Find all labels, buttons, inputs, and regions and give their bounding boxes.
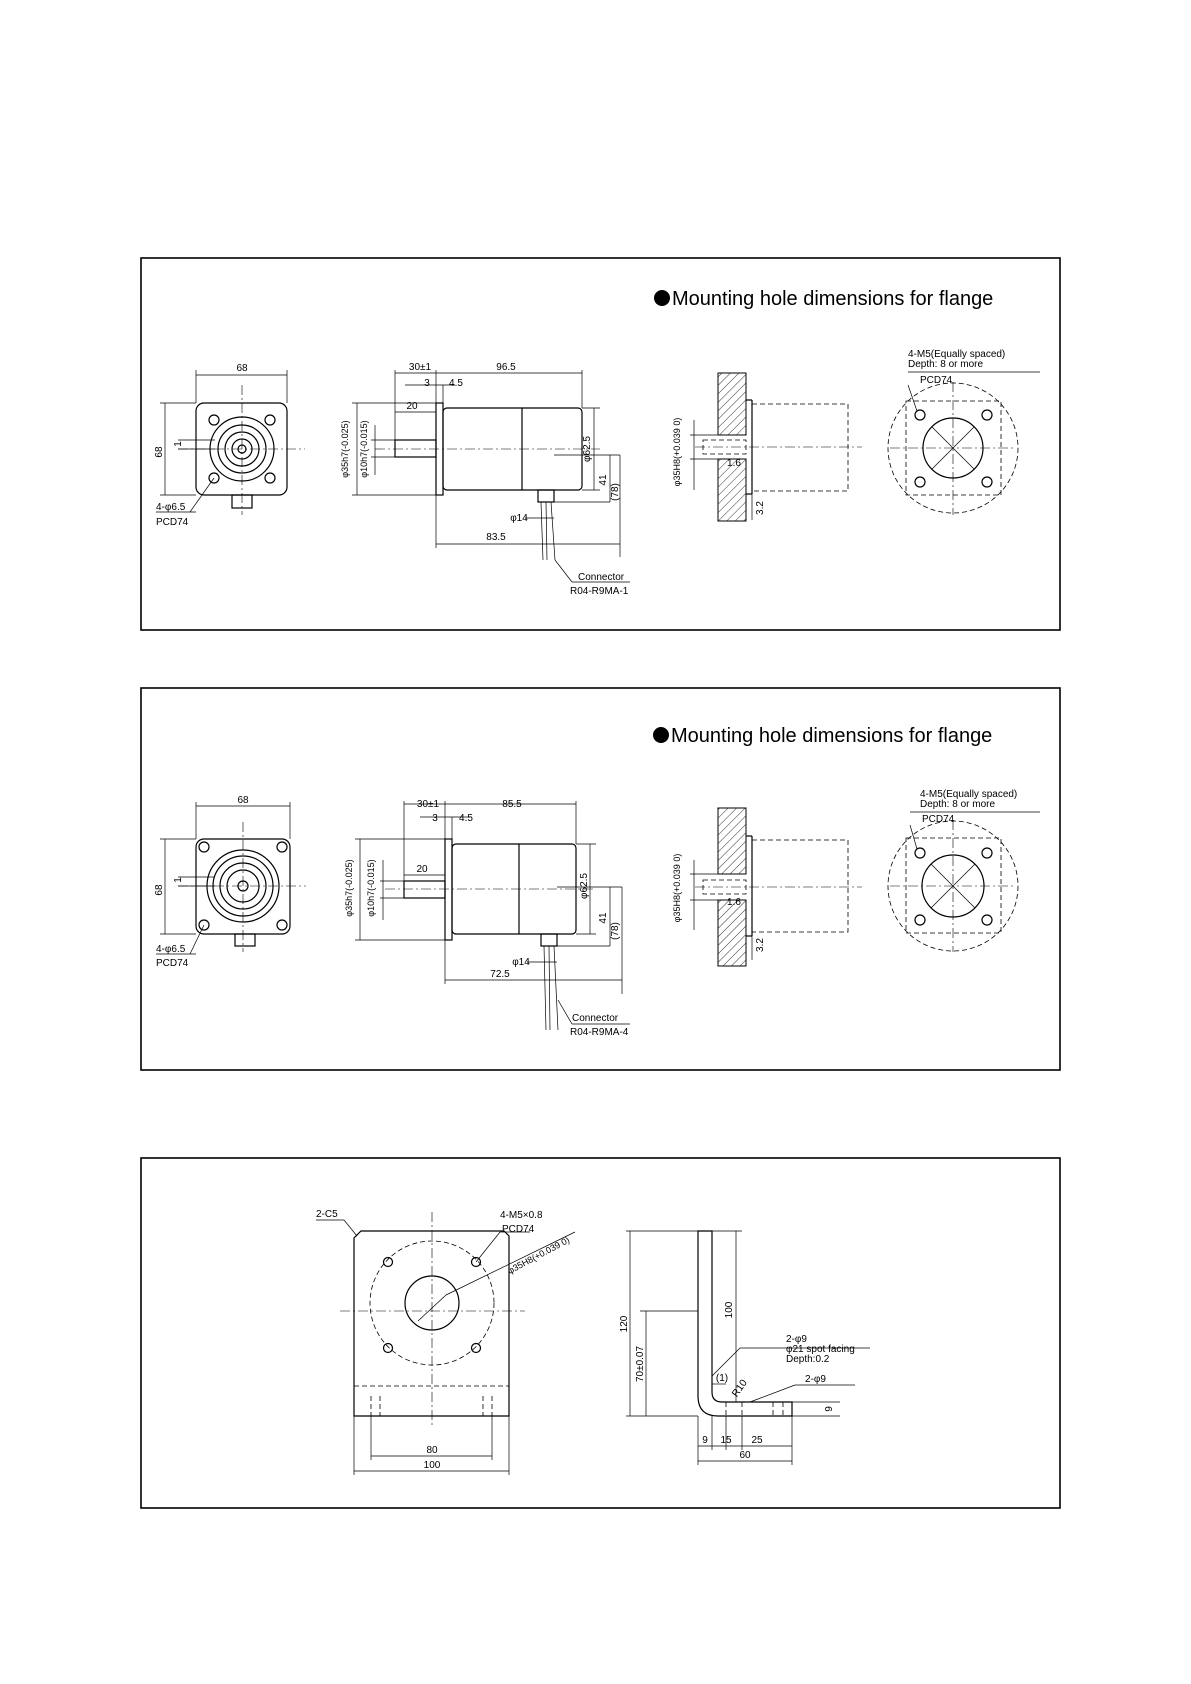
bracket-pcd-label: PCD74 [502,1224,535,1235]
connector-dia-label: φ14 [512,957,530,968]
thickness-9-label: 9 [824,1406,835,1412]
dim-9-label: 9 [702,1435,708,1446]
spigot-dia-label: φ35h7(-0.025) [344,859,354,916]
width-80-label: 80 [426,1445,438,1456]
front-holes-label: 4-φ6.5 [156,502,186,513]
dim-25-label: 25 [751,1435,763,1446]
front-pcd-label: PCD74 [156,958,189,969]
tap-pcd-label: PCD74 [920,375,953,386]
motor-side-view-1 [352,370,630,583]
holes-label: 2-φ9 [786,1334,807,1345]
tap-holes-label: 4-M5(Equally spaced) [908,349,1005,360]
shaft-dia-label: φ10h7(-0.015) [366,859,376,916]
width-100-label: 100 [424,1460,441,1471]
motor-front-view-2 [156,802,306,955]
front-pcd-label: PCD74 [156,517,189,528]
body-length-label: 96.5 [496,362,516,373]
bracket-front-view [316,1212,576,1475]
front-height-label: 68 [154,446,165,458]
panel-1-frame [140,257,1061,631]
panel-1-title: Mounting hole dimensions for flange [672,288,993,310]
connector-part-label: R04-R9MA-1 [570,586,629,597]
spot-facing-label: φ21 spot facing [786,1344,855,1355]
mounting-hole-pattern-1 [887,371,1040,515]
flange-section-2 [690,807,862,967]
len-3-label: 3 [424,378,430,389]
dim-60-label: 60 [739,1450,751,1461]
panel-3-frame [140,1157,1061,1509]
dim-15-label: 15 [720,1435,732,1446]
depth-1-6-label: 1.6 [727,897,741,908]
shaft-dia-label: φ10h7(-0.015) [359,420,369,477]
motor-front-view-1 [156,370,305,515]
height-41-label: 41 [598,912,609,924]
body-length-label: 85.5 [502,799,522,810]
height-100-label: 100 [724,1301,735,1318]
front-width-label: 68 [237,795,249,806]
shaft-length-label: 30±1 [409,362,432,373]
flange-bore-label: φ35H8(+0.039 0) [672,418,682,487]
depth-3-2-label: 3.2 [755,938,766,952]
spot-depth-label: Depth:0.2 [786,1354,830,1365]
body-dia-label: φ62.5 [579,873,590,899]
panel-2-frame [140,687,1061,1071]
mounting-hole-pattern-2 [887,811,1040,952]
connector-label: Connector [578,572,625,583]
flange-bore-label: φ35H8(+0.039 0) [672,854,682,923]
front-offset-label: 1 [173,877,184,883]
front-holes-label: 4-φ6.5 [156,944,186,955]
chamfer-label: 2-C5 [316,1209,338,1220]
radius-label: R10 [730,1378,750,1400]
flange-section-1 [690,372,862,522]
len-20-label: 20 [416,864,428,875]
len-4-5-label: 4.5 [449,378,463,389]
height-70-label: 70±0.07 [635,1346,646,1383]
spigot-dia-label: φ35h7(-0.025) [340,420,350,477]
depth-3-2-label: 3.2 [755,501,766,515]
depth-1-6-label: 1.6 [727,458,741,469]
front-offset-label: 1 [173,441,184,447]
tap-holes-label: 4-M5(Equally spaced) [920,789,1017,800]
holes-2-label: 2-φ9 [805,1374,826,1385]
bracket-bore-label: φ35H8(+0.039 0) [506,1235,571,1276]
tap-label: 4-M5×0.8 [500,1210,543,1221]
front-height-label: 68 [154,884,165,896]
bracket-side-view [626,1230,870,1465]
height-120-label: 120 [619,1315,630,1332]
connector-part-label: R04-R9MA-4 [570,1027,629,1038]
len-83-5-label: 83.5 [486,532,506,543]
motor-side-view-2 [355,801,630,1031]
thickness-label: (1) [716,1373,728,1384]
tap-depth-label: Depth: 8 or more [920,799,995,810]
bullet-icon [654,290,670,306]
len-4-5-label: 4.5 [459,813,473,824]
front-width-label: 68 [236,363,248,374]
panel-3: 2-C5 4-M5×0.8 PCD74 φ35H8(+0.039 0) 80 1… [140,1157,1061,1509]
height-78-label: (78) [610,922,621,940]
connector-label: Connector [572,1013,619,1024]
height-41-label: 41 [598,474,609,486]
panel-2-title: Mounting hole dimensions for flange [671,725,992,747]
panel-1: Mounting hole dimensions for flange [140,257,1061,631]
panel-2: Mounting hole dimensions for flange [140,687,1061,1071]
connector-dia-label: φ14 [510,513,528,524]
tap-depth-label: Depth: 8 or more [908,359,983,370]
len-20-label: 20 [406,401,418,412]
bullet-icon [653,727,669,743]
shaft-length-label: 30±1 [417,799,440,810]
tap-pcd-label: PCD74 [922,814,955,825]
len-3-label: 3 [432,813,438,824]
len-72-5-label: 72.5 [490,969,510,980]
body-dia-label: φ62.5 [582,436,593,462]
height-78-label: (78) [610,483,621,501]
